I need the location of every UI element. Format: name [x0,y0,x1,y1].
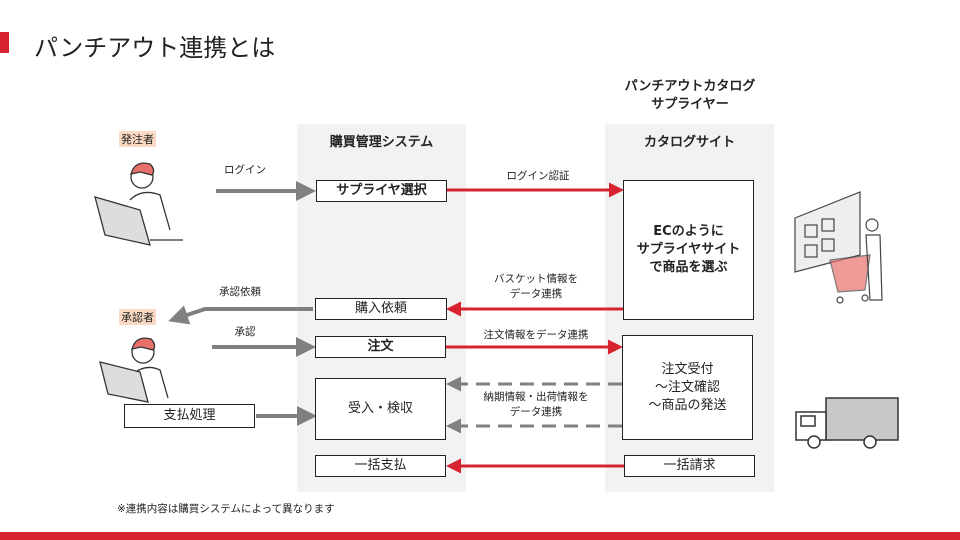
title-accent-bar [0,32,9,53]
basket-label-line: バスケット情報を [494,273,578,285]
approve-label: 承認 [234,326,256,338]
basket-label-line: データ連携 [509,288,563,300]
receive-inspect-box: 受入・検収 [315,378,446,440]
order-box: 注文 [315,336,446,358]
bottom-accent-bar [0,532,960,540]
shopper-illustration [794,191,883,304]
ec-select-line: ECのように [653,224,724,239]
truck-illustration [795,397,899,449]
approval-request-arrow [168,305,313,325]
approval-request-label: 承認依頼 [219,286,261,298]
ec-select-line: で商品を選ぶ [649,260,728,275]
purchase-request-box: 購入依頼 [315,298,447,320]
login-label: ログイン [224,164,266,176]
ec-select-box: ECのように サプライヤサイト で商品を選ぶ [623,180,754,320]
order-process-line: ～注文確認 [654,379,720,395]
basket-label: バスケット情報を データ連携 [466,272,606,302]
login-auth-label: ログイン認証 [506,170,570,182]
bulk-invoice-box: 一括請求 [624,455,755,477]
supplier-header-line: サプライヤー [651,97,729,112]
delivery-label: 納期情報・出荷情報を データ連携 [456,390,616,420]
orderer-illustration [94,162,183,246]
ec-select-line: サプライヤサイト [636,242,741,257]
footnote: ※連携内容は購買システムによって異なります [117,503,335,515]
order-process-line: 注文受付 [661,361,714,377]
orderer-label: 発注者 [119,131,156,147]
page-title: パンチアウト連携とは [34,34,276,62]
order-process-line: ～商品の発送 [648,397,727,413]
approver-label: 承認者 [119,309,156,325]
order-info-label: 注文情報をデータ連携 [483,329,589,341]
delivery-label-line: データ連携 [509,406,563,418]
supplier-header: パンチアウトカタログ サプライヤー [600,78,780,114]
order-process-box: 注文受付 ～注文確認 ～商品の発送 [622,335,753,440]
supplier-header-line: パンチアウトカタログ [624,79,756,94]
delivery-label-line: 納期情報・出荷情報を [483,391,589,403]
select-supplier-box: サプライヤ選択 [316,180,447,202]
bulk-payment-box: 一括支払 [315,455,446,477]
approver-illustration [99,337,169,403]
payment-process-box: 支払処理 [124,404,255,428]
procurement-column-header: 購買管理システム [329,135,434,150]
catalog-column-header: カタログサイト [643,135,735,150]
